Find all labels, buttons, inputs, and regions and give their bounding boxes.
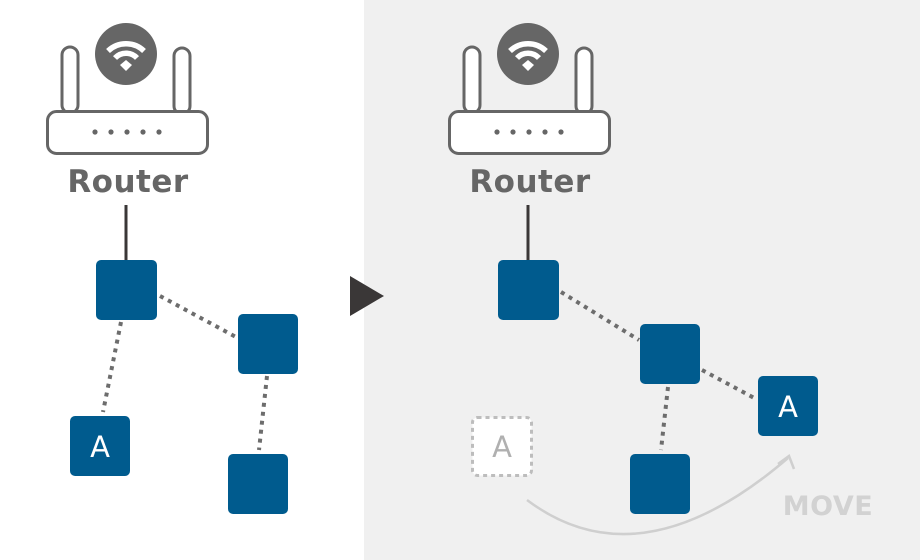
move-label: MOVE: [783, 491, 873, 522]
move-arc: [526, 457, 789, 536]
node-n1: [498, 260, 559, 320]
node-a-label: A: [90, 430, 110, 464]
link-n2-a: [701, 368, 757, 401]
node-a: A: [70, 416, 130, 476]
router-label: Router: [469, 164, 591, 200]
play-arrow-icon: [350, 276, 384, 316]
node-n1: [96, 260, 157, 320]
router: [450, 23, 610, 154]
wifi-router-icon: [450, 23, 610, 154]
wifi-router-icon: [48, 23, 208, 154]
link-n2-n3: [659, 386, 670, 451]
node-a-ghost: A: [471, 416, 533, 477]
move-arrow: [526, 454, 796, 536]
router-label: Router: [67, 164, 189, 200]
node-n2: [640, 324, 700, 384]
node-n3: [228, 454, 288, 514]
move-arrowhead-icon: [777, 454, 796, 470]
node-a-ghost-label: A: [492, 430, 512, 464]
node-n3: [630, 454, 690, 514]
after-diagram: Router A A MOVE: [450, 23, 873, 536]
link-n1-n2: [559, 290, 641, 342]
before-diagram: Router A: [48, 23, 298, 514]
router: [48, 23, 208, 154]
link-n1-n2: [159, 294, 237, 339]
link-n1-a: [101, 321, 123, 413]
node-n2: [238, 314, 298, 374]
link-n2-n3: [257, 375, 269, 451]
node-a-label: A: [778, 390, 798, 424]
after-links: [526, 205, 757, 451]
before-links: [101, 205, 269, 451]
node-a: A: [758, 376, 818, 436]
